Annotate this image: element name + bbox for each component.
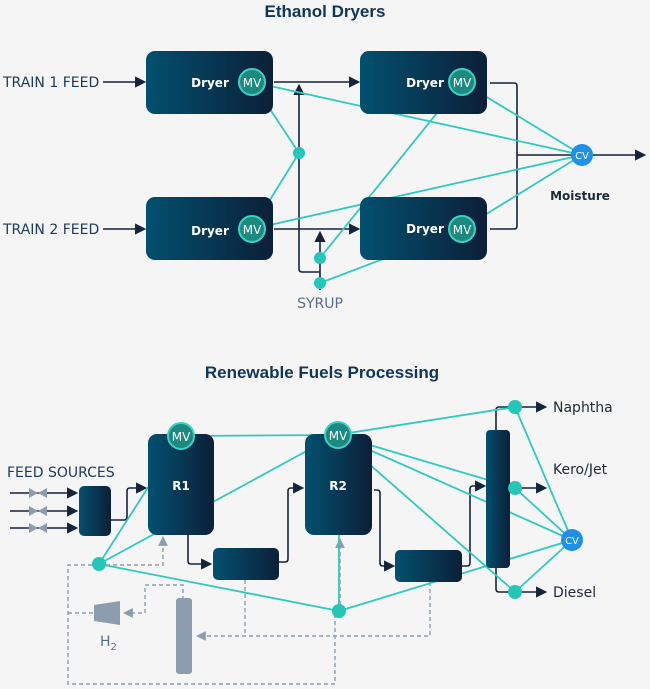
- fuels-control-lines: [98, 406, 573, 612]
- naphtha-label: Naphtha: [553, 400, 613, 416]
- separator-2[interactable]: [395, 550, 462, 582]
- syrup-label: SYRUP: [297, 296, 343, 312]
- syrup-node-upper: [314, 252, 326, 264]
- renewable-fuels-title: Renewable Fuels Processing: [205, 363, 439, 382]
- svg-text:MV: MV: [329, 429, 348, 443]
- hydrogen-recovery-column[interactable]: [176, 598, 192, 674]
- syrup-node-lower: [314, 277, 326, 289]
- svg-text:MV: MV: [453, 76, 472, 90]
- feed-to-r1-flow: [111, 482, 148, 521]
- hydrogen-utility-lines: [67, 536, 431, 685]
- svg-text:MV: MV: [172, 430, 191, 444]
- r1-to-separator1-flow: [187, 535, 213, 570]
- svg-text:MV: MV: [243, 76, 262, 90]
- r2-label: R2: [329, 479, 347, 493]
- feed-sources-label: FEED SOURCES: [7, 465, 115, 481]
- moisture-label: Moisture: [550, 189, 610, 203]
- dryer-4-label: Dryer: [406, 222, 444, 236]
- dryer-3-label: Dryer: [406, 76, 444, 90]
- feed-valve-icons[interactable]: [29, 488, 47, 533]
- dryer-1-mv-badge[interactable]: MV: [238, 68, 266, 96]
- dryer-outlet-collector: [490, 82, 518, 230]
- naphtha-node: [508, 400, 522, 414]
- svg-text:CV: CV: [565, 536, 579, 547]
- dryer-2-mv-badge[interactable]: MV: [238, 215, 266, 243]
- recycle-control-node: [332, 604, 346, 618]
- dryer-3-mv-badge[interactable]: MV: [448, 68, 476, 96]
- reactor-r2[interactable]: R2: [305, 434, 372, 535]
- hydrogen-control-node: [92, 557, 106, 571]
- dryer-2[interactable]: Dryer: [146, 197, 273, 260]
- h2-label: H2: [100, 634, 117, 653]
- dryer-1[interactable]: Dryer: [146, 51, 273, 114]
- svg-text:CV: CV: [575, 151, 589, 162]
- r1-label: R1: [172, 479, 190, 493]
- hydrogen-compressor-icon[interactable]: [94, 601, 120, 625]
- diesel-node: [508, 585, 522, 599]
- diesel-label: Diesel: [553, 585, 596, 601]
- dryer-3[interactable]: Dryer: [360, 51, 487, 114]
- dryer-2-label: Dryer: [191, 224, 229, 238]
- svg-text:MV: MV: [243, 223, 262, 237]
- train-1-feed-label: TRAIN 1 FEED: [2, 75, 99, 91]
- syrup-branch-arrow: [293, 83, 320, 273]
- r2-to-separator2-flow: [374, 489, 396, 572]
- train-2-feed-label: TRAIN 2 FEED: [2, 222, 99, 238]
- fractionation-column[interactable]: [486, 430, 510, 568]
- kero-jet-node: [508, 481, 522, 495]
- dryer-4-mv-badge[interactable]: MV: [448, 215, 476, 243]
- r2-mv-badge[interactable]: MV: [324, 421, 352, 449]
- reactor-r1[interactable]: R1: [148, 434, 214, 535]
- kero-jet-label: Kero/Jet: [553, 462, 608, 478]
- r1-mv-badge[interactable]: MV: [167, 422, 195, 450]
- control-node: [293, 147, 305, 159]
- separator-1[interactable]: [213, 548, 279, 580]
- ethanol-dryers-title: Ethanol Dryers: [265, 2, 386, 21]
- separator1-to-r2-flow: [278, 482, 305, 563]
- dryer-1-label: Dryer: [191, 76, 229, 90]
- dryer-4[interactable]: Dryer: [360, 197, 487, 260]
- diesel-outlet-arrow: [495, 566, 548, 598]
- separator2-to-column-flow: [462, 480, 487, 567]
- fuels-cv-badge[interactable]: CV: [561, 529, 583, 551]
- moisture-cv-badge[interactable]: CV: [571, 144, 593, 166]
- svg-text:MV: MV: [453, 223, 472, 237]
- feed-vessel[interactable]: [79, 486, 111, 536]
